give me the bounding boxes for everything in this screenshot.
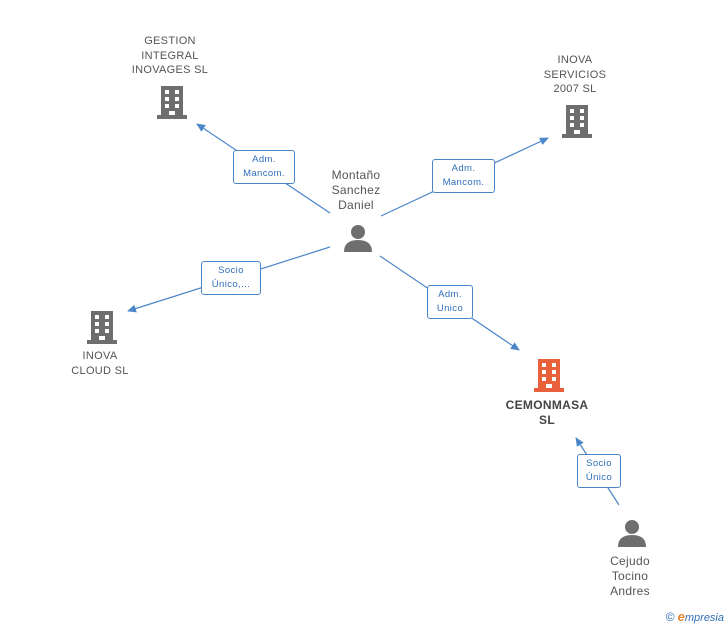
brand-initial: e [677,609,685,624]
person-icon-montano[interactable] [343,223,373,253]
user-icon [344,225,372,252]
edge-badge-adm-mancom-gestion[interactable]: Adm. Mancom. [233,150,295,184]
user-icon [618,520,646,547]
node-label-montano[interactable]: Montaño Sanchez Daniel [331,168,381,212]
node-label-gestion[interactable]: GESTION INTEGRAL INOVAGES SL [131,35,209,76]
company-icon-cemonmasa[interactable] [532,357,566,393]
empresia-watermark: ©empresia [666,609,724,624]
person-icon-cejudo[interactable] [617,518,647,548]
edge-badge-socio-unico-cloud[interactable]: Socio Único,... [201,261,261,295]
node-label-cejudo[interactable]: Cejudo Tocino Andres [610,554,650,598]
company-icon-cloud[interactable] [85,309,119,345]
company-icon-servicios[interactable] [560,103,594,139]
edge-badge-adm-mancom-servicios[interactable]: Adm. Mancom. [432,159,495,193]
node-label-cemonmasa[interactable]: CEMONMASA SL [505,398,589,427]
company-icon-gestion[interactable] [155,84,189,120]
copyright-symbol: © [665,610,675,624]
node-label-cloud[interactable]: INOVA CLOUD SL [71,350,129,377]
edge-badge-socio-unico-cejudo[interactable]: Socio Único [577,454,621,488]
node-label-servicios[interactable]: INOVA SERVICIOS 2007 SL [543,54,607,95]
edge-badge-adm-unico-cemonmasa[interactable]: Adm. Unico [427,285,473,319]
brand-name: mpresia [684,612,724,624]
